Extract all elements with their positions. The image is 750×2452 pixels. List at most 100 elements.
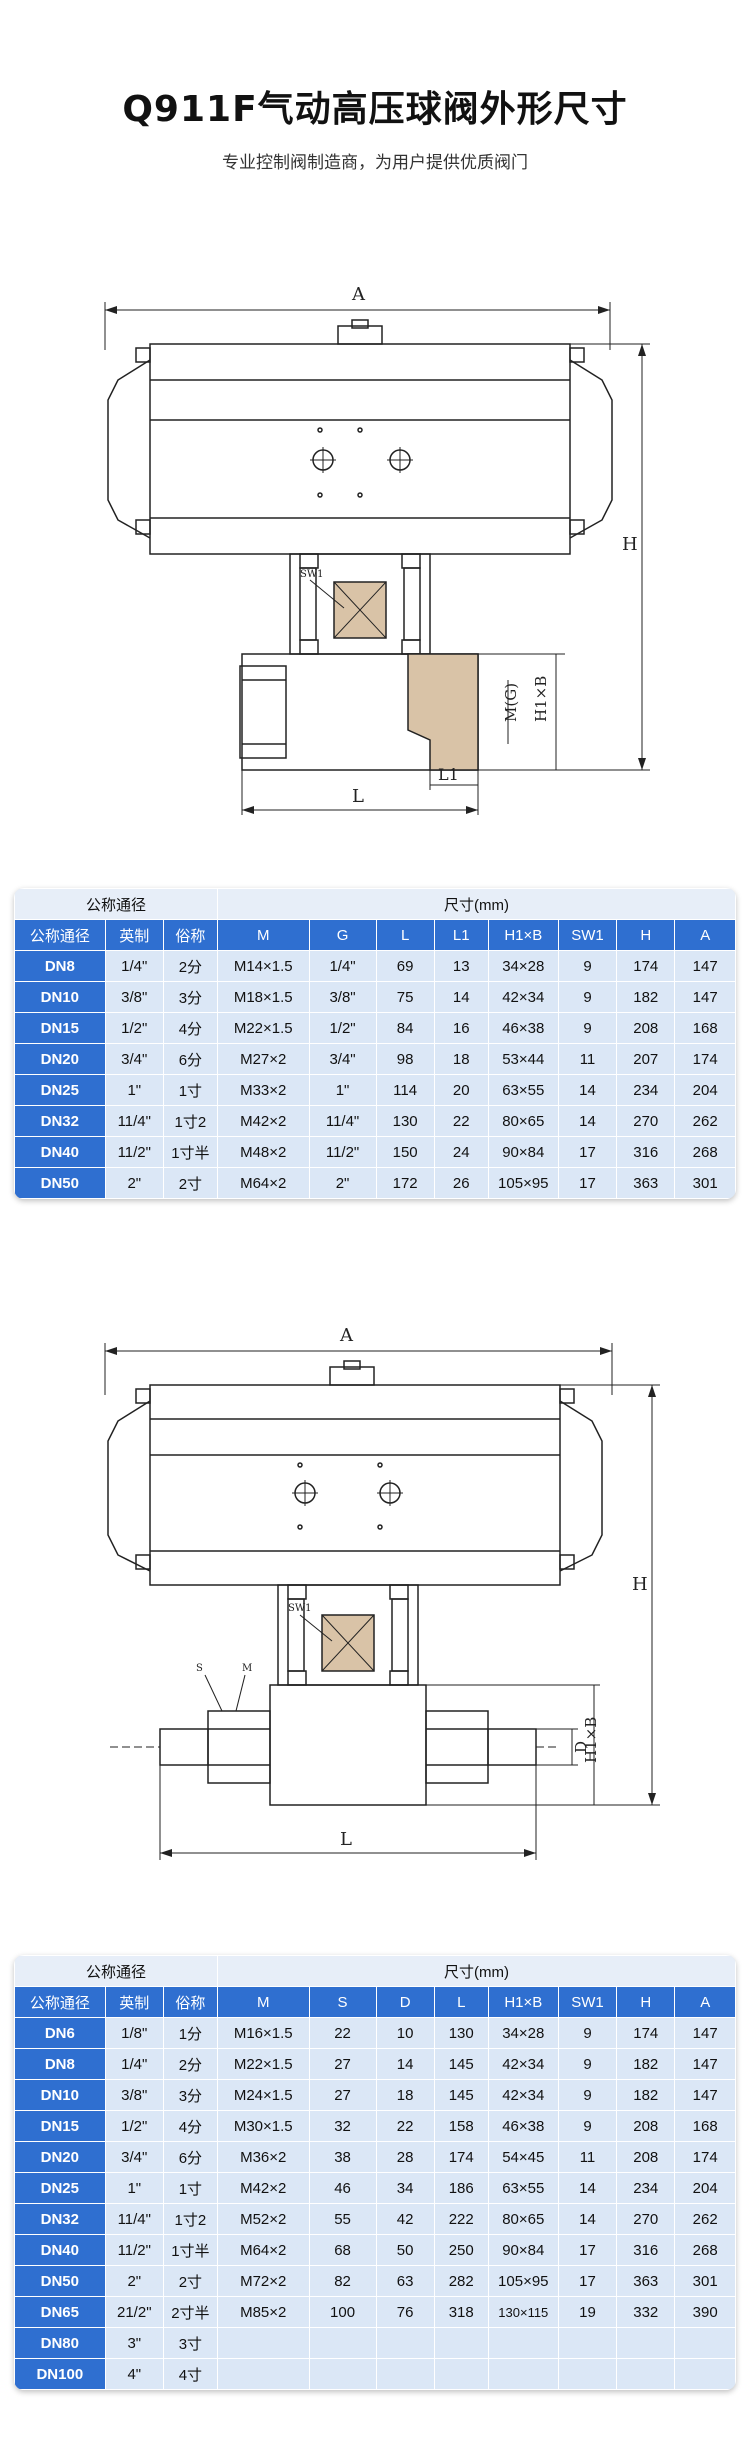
- table-cell: 2寸: [162, 1167, 218, 1199]
- column-header: L: [375, 919, 435, 951]
- table-cell: 13: [433, 950, 489, 982]
- table-cell: 6分: [162, 1043, 218, 1075]
- table-cell: 11/4": [104, 1105, 164, 1137]
- dim-d-label: D: [572, 1741, 590, 1753]
- dim-h1b-label-2: H1×B: [582, 1717, 600, 1763]
- column-header: M: [216, 1986, 310, 2018]
- table-cell: 84: [375, 1012, 435, 1044]
- table-cell: 2寸: [162, 2265, 218, 2297]
- table-cell: 105×95: [487, 1167, 559, 1199]
- table-cell: 80×65: [487, 1105, 559, 1137]
- table-cell: [216, 2358, 310, 2390]
- dim-a-label: A: [351, 284, 366, 305]
- table-cell: 21/2": [104, 2296, 164, 2328]
- table-cell: 11/4": [308, 1105, 377, 1137]
- table-cell: 1寸2: [162, 1105, 218, 1137]
- nominal-size-cell: DN15: [14, 2110, 106, 2142]
- column-header: M: [216, 919, 310, 951]
- table-cell: 158: [433, 2110, 489, 2142]
- nominal-size-cell: DN100: [14, 2358, 106, 2390]
- dim-l-label: L: [352, 786, 364, 807]
- table-cell: [616, 2358, 676, 2390]
- table-cell: 147: [674, 2048, 736, 2080]
- nominal-size-cell: DN32: [14, 1105, 106, 1137]
- table-cell: 63: [375, 2265, 435, 2297]
- table-cell: M18×1.5: [216, 981, 310, 1013]
- table-cell: 145: [433, 2079, 489, 2111]
- column-header: 英制: [104, 919, 164, 951]
- nominal-size-cell: DN65: [14, 2296, 106, 2328]
- sw1-label: SW1: [300, 569, 324, 580]
- table-cell: 11/2": [308, 1136, 377, 1168]
- table-cell: 105×95: [487, 2265, 559, 2297]
- table-cell: 90×84: [487, 1136, 559, 1168]
- table-cell: 3寸: [162, 2327, 218, 2359]
- table-cell: 46×38: [487, 2110, 559, 2142]
- table-cell: 14: [557, 1074, 618, 1106]
- table-cell: 1寸半: [162, 1136, 218, 1168]
- table-cell: [557, 2358, 618, 2390]
- table-cell: 19: [557, 2296, 618, 2328]
- table-cell: 301: [674, 1167, 736, 1199]
- valve-drawing-union: A SW1 S M D H1×B H: [0, 1315, 750, 1895]
- table-cell: 270: [616, 1105, 676, 1137]
- table-cell: 4": [104, 2358, 164, 2390]
- table-cell: 32: [308, 2110, 377, 2142]
- column-header: D: [375, 1986, 435, 2018]
- table-cell: 390: [674, 2296, 736, 2328]
- table-cell: 1": [104, 1074, 164, 1106]
- table-cell: 55: [308, 2203, 377, 2235]
- table-cell: 1/2": [104, 1012, 164, 1044]
- table-cell: 17: [557, 1136, 618, 1168]
- table-cell: M27×2: [216, 1043, 310, 1075]
- table-cell: 11/2": [104, 2234, 164, 2266]
- valve-drawing-threaded: A SW1 H M(G) H1×B L: [0, 270, 750, 850]
- table-cell: 2寸半: [162, 2296, 218, 2328]
- column-header: SW1: [557, 1986, 618, 2018]
- table-cell: 11: [557, 1043, 618, 1075]
- table-cell: 174: [674, 2141, 736, 2173]
- dim-h1b-label: H1×B: [532, 676, 550, 722]
- table-cell: 4分: [162, 2110, 218, 2142]
- table-cell: 270: [616, 2203, 676, 2235]
- column-header: L1: [433, 919, 489, 951]
- table-cell: 42×34: [487, 2079, 559, 2111]
- column-header: 俗称: [162, 919, 218, 951]
- table-cell: 234: [616, 1074, 676, 1106]
- table-cell: 22: [308, 2017, 377, 2049]
- table-cell: 54×45: [487, 2141, 559, 2173]
- table-cell: 234: [616, 2172, 676, 2204]
- table-cell: 208: [616, 2110, 676, 2142]
- table-cell: M64×2: [216, 2234, 310, 2266]
- table-cell: 17: [557, 1167, 618, 1199]
- table-cell: 150: [375, 1136, 435, 1168]
- table-cell: 147: [674, 2017, 736, 2049]
- table-cell: 14: [375, 2048, 435, 2080]
- nominal-size-cell: DN40: [14, 1136, 106, 1168]
- nominal-size-cell: DN15: [14, 1012, 106, 1044]
- group-header-nominal: 公称通径: [14, 888, 218, 920]
- table-cell: 42×34: [487, 2048, 559, 2080]
- table-cell: 268: [674, 2234, 736, 2266]
- table-cell: 98: [375, 1043, 435, 1075]
- table-cell: 11/4": [104, 2203, 164, 2235]
- table-cell: M33×2: [216, 1074, 310, 1106]
- table-cell: 3/8": [104, 981, 164, 1013]
- table-cell: 3/4": [104, 1043, 164, 1075]
- table-cell: 2分: [162, 2048, 218, 2080]
- table-cell: 182: [616, 2079, 676, 2111]
- table-cell: M24×1.5: [216, 2079, 310, 2111]
- nominal-size-cell: DN20: [14, 2141, 106, 2173]
- table-cell: 1寸半: [162, 2234, 218, 2266]
- table-cell: 174: [616, 950, 676, 982]
- table-cell: 4寸: [162, 2358, 218, 2390]
